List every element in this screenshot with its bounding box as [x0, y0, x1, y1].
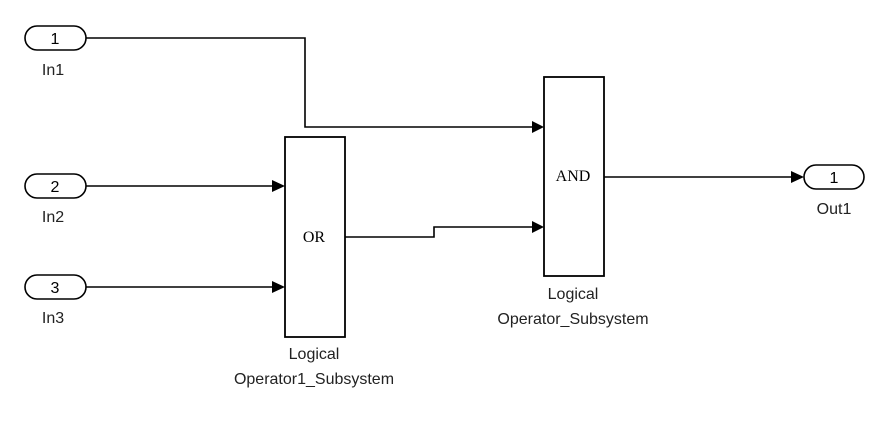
signal-lines	[86, 37, 804, 293]
signal-or-to-and[interactable]	[345, 226, 532, 238]
inport-shape[interactable]	[24, 274, 87, 300]
arrowhead-or-input-2	[272, 281, 285, 293]
and-subsystem-block[interactable]: AND Logical Operator_Subsystem	[497, 76, 649, 328]
or-block-name-line1: Logical	[289, 346, 340, 363]
arrowhead-and-input-2	[532, 221, 544, 233]
or-block-name-line2: Operator1_Subsystem	[234, 371, 394, 388]
inport-name: In1	[42, 62, 64, 79]
inport-shape[interactable]	[24, 25, 87, 51]
inport-name: In2	[42, 209, 64, 226]
and-block-name-line2: Operator_Subsystem	[497, 311, 648, 328]
inport-in1[interactable]: 1 In1	[24, 25, 87, 79]
arrowhead-or-input-1	[272, 180, 285, 192]
and-glyph: AND	[556, 168, 591, 185]
outport-out1[interactable]: 1 Out1	[803, 164, 865, 218]
signal-in1-to-and[interactable]	[86, 37, 532, 128]
outport-number: 1	[830, 170, 839, 187]
and-block-box[interactable]	[543, 76, 605, 277]
arrowhead-and-input-1	[532, 121, 544, 133]
inport-number: 3	[51, 280, 60, 297]
arrowhead-out1-input	[791, 171, 804, 183]
outport-shape[interactable]	[803, 164, 865, 190]
inport-in2[interactable]: 2 In2	[24, 173, 87, 226]
inport-in3[interactable]: 3 In3	[24, 274, 87, 327]
inport-name: In3	[42, 310, 64, 327]
or-glyph: OR	[303, 229, 326, 246]
inport-shape[interactable]	[24, 173, 87, 199]
inport-number: 1	[51, 31, 60, 48]
or-block-box[interactable]	[284, 136, 346, 338]
inport-number: 2	[51, 179, 60, 196]
or-subsystem-block[interactable]: OR Logical Operator1_Subsystem	[234, 136, 394, 388]
outport-name: Out1	[817, 201, 852, 218]
and-block-name-line1: Logical	[548, 286, 599, 303]
